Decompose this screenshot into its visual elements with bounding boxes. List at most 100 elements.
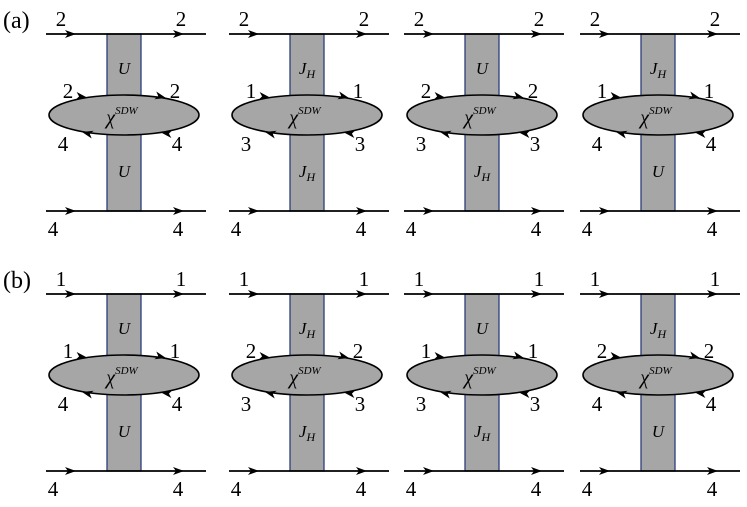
- index-label-bubble-top-left: 2: [246, 339, 257, 363]
- index-label-bubble-bottom-left: 4: [592, 392, 603, 416]
- arrow-bubble-bottom-left: [440, 130, 452, 139]
- arrow-bottom-out: [707, 207, 718, 215]
- arrow-bottom-in: [423, 467, 434, 475]
- index-label-bubble-top-right: 2: [353, 339, 364, 363]
- arrow-bubble-bottom-left: [265, 130, 277, 139]
- arrow-bottom-in: [248, 467, 259, 475]
- index-label-bubble-top-right: 2: [170, 79, 181, 103]
- bubble-label: χSDW: [638, 105, 672, 129]
- index-label-bottom-right: 4: [531, 477, 542, 501]
- index-label-bubble-bottom-right: 3: [530, 132, 541, 156]
- box-label-upper: U: [476, 319, 490, 338]
- index-label-top-left: 1: [590, 267, 601, 291]
- arrow-bubble-top-right: [512, 91, 524, 100]
- bubble-label: χSDW: [287, 105, 321, 129]
- susceptibility-bubble: [48, 354, 200, 396]
- arrow-top-in: [599, 30, 610, 38]
- index-label-top-right: 1: [176, 267, 187, 291]
- arrow-bubble-bottom-left: [265, 390, 277, 399]
- box-label-lower: JH: [474, 422, 492, 444]
- susceptibility-bubble: [231, 354, 383, 396]
- box-label-lower: JH: [299, 162, 317, 184]
- arrow-bubble-bottom-left: [82, 130, 94, 139]
- arrow-top-in: [65, 290, 76, 298]
- index-label-top-right: 1: [710, 267, 721, 291]
- susceptibility-bubble: [582, 354, 734, 396]
- susceptibility-bubble: [231, 94, 383, 136]
- bubble-label: χSDW: [638, 365, 672, 389]
- arrow-bottom-out: [173, 467, 184, 475]
- arrow-bubble-top-right: [688, 351, 700, 360]
- susceptibility-bubble: [582, 94, 734, 136]
- box-label-lower: JH: [299, 422, 317, 444]
- arrow-top-out: [356, 30, 367, 38]
- arrow-bottom-in: [65, 207, 76, 215]
- arrow-top-out: [531, 30, 542, 38]
- index-label-top-left: 1: [239, 267, 250, 291]
- arrow-top-out: [531, 290, 542, 298]
- box-label-upper: U: [476, 59, 490, 78]
- box-label-upper: JH: [299, 319, 317, 341]
- index-label-top-right: 1: [534, 267, 545, 291]
- index-label-top-left: 2: [56, 7, 67, 31]
- index-label-bubble-top-right: 1: [704, 79, 715, 103]
- index-label-top-left: 2: [239, 7, 250, 31]
- bubble-label: χSDW: [287, 365, 321, 389]
- index-label-top-right: 2: [359, 7, 370, 31]
- susceptibility-bubble: [406, 354, 558, 396]
- index-label-bottom-right: 4: [531, 217, 542, 241]
- panel-label: (a): [3, 8, 30, 34]
- arrow-bubble-top-right: [154, 351, 166, 360]
- box-label-lower: U: [652, 162, 666, 181]
- arrow-bottom-in: [65, 467, 76, 475]
- index-label-bottom-left: 4: [406, 217, 417, 241]
- susceptibility-bubble: [48, 94, 200, 136]
- arrow-bubble-top-left: [258, 352, 270, 360]
- arrow-bubble-bottom-right: [344, 390, 356, 398]
- index-label-bubble-bottom-right: 3: [355, 132, 366, 156]
- index-label-bubble-bottom-left: 4: [592, 132, 603, 156]
- box-label-upper: JH: [299, 59, 317, 81]
- index-label-bubble-bottom-right: 4: [172, 392, 183, 416]
- index-label-bubble-top-left: 2: [63, 79, 74, 103]
- index-label-bubble-top-right: 2: [528, 79, 539, 103]
- arrow-bubble-bottom-left: [440, 390, 452, 399]
- arrow-bubble-top-right: [337, 91, 349, 100]
- arrow-top-out: [173, 30, 184, 38]
- arrow-bubble-bottom-right: [519, 390, 531, 398]
- arrow-bubble-top-left: [258, 92, 270, 100]
- index-label-bubble-bottom-left: 3: [241, 392, 252, 416]
- index-label-bubble-top-left: 1: [597, 79, 608, 103]
- index-label-bubble-top-left: 1: [63, 339, 74, 363]
- arrow-bottom-out: [531, 467, 542, 475]
- arrow-bottom-out: [707, 467, 718, 475]
- arrow-bottom-out: [356, 467, 367, 475]
- index-label-bubble-top-left: 2: [421, 79, 432, 103]
- box-label-upper: JH: [650, 319, 668, 341]
- index-label-bottom-right: 4: [707, 477, 718, 501]
- index-label-bubble-bottom-right: 4: [172, 132, 183, 156]
- index-label-top-right: 2: [176, 7, 187, 31]
- arrow-bottom-in: [599, 467, 610, 475]
- index-label-bubble-bottom-right: 4: [706, 132, 717, 156]
- arrow-top-in: [599, 290, 610, 298]
- bubble-label: χSDW: [462, 105, 496, 129]
- arrow-bottom-out: [531, 207, 542, 215]
- susceptibility-bubble: [406, 94, 558, 136]
- index-label-bubble-bottom-left: 4: [58, 132, 69, 156]
- index-label-bottom-left: 4: [48, 217, 59, 241]
- index-label-top-left: 1: [414, 267, 425, 291]
- arrow-bubble-top-right: [337, 351, 349, 360]
- index-label-bubble-top-right: 1: [528, 339, 539, 363]
- arrow-bubble-top-right: [512, 351, 524, 360]
- index-label-bubble-bottom-left: 3: [241, 132, 252, 156]
- index-label-bottom-left: 4: [48, 477, 59, 501]
- bubble-label: χSDW: [104, 365, 138, 389]
- arrow-bubble-top-left: [609, 352, 621, 360]
- index-label-bottom-left: 4: [231, 477, 242, 501]
- box-label-lower: U: [118, 162, 132, 181]
- arrow-bubble-bottom-left: [616, 390, 628, 399]
